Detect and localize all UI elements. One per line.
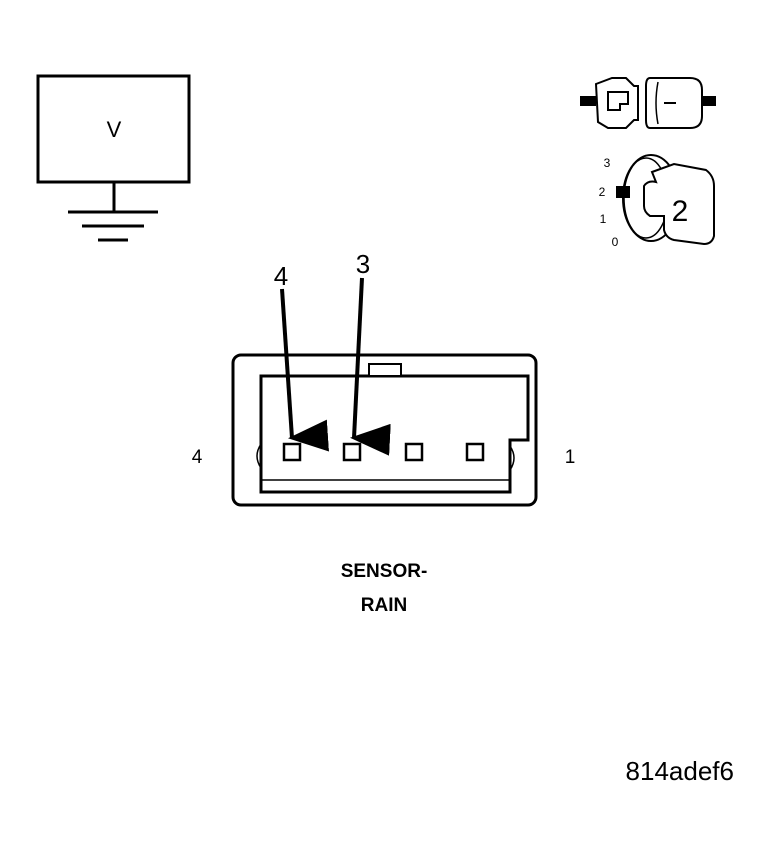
voltmeter-label: V	[107, 117, 122, 142]
cavity-2	[404, 442, 424, 462]
probe-label-b: 3	[356, 249, 370, 279]
cavity-4	[282, 442, 302, 462]
probe-label-a: 4	[274, 261, 288, 291]
figure-id: 814adef6	[626, 756, 734, 786]
ignition-position-1: 1	[600, 212, 607, 226]
pin-label-left: 4	[192, 447, 203, 468]
probe-arrow-a	[280, 288, 329, 452]
cavity-3	[342, 442, 362, 462]
connector-name-line2: RAIN	[361, 595, 407, 616]
ground-icon	[68, 182, 158, 242]
pin-label-right: 1	[565, 447, 576, 468]
ignition-switch-icon: 3 2 1 0 2	[599, 154, 715, 249]
ignition-position-3: 3	[604, 156, 611, 170]
ignition-position-0: 0	[612, 235, 619, 249]
probe-arrow-b	[350, 277, 391, 456]
ignition-selected-position: 2	[672, 195, 689, 228]
connector-name-line1: SENSOR-	[341, 561, 428, 582]
cavity-1	[465, 442, 485, 462]
rain-sensor-connector	[231, 353, 538, 507]
connector-disconnected-icon	[580, 77, 716, 129]
ignition-position-2: 2	[599, 185, 606, 199]
voltmeter: V	[36, 74, 191, 184]
